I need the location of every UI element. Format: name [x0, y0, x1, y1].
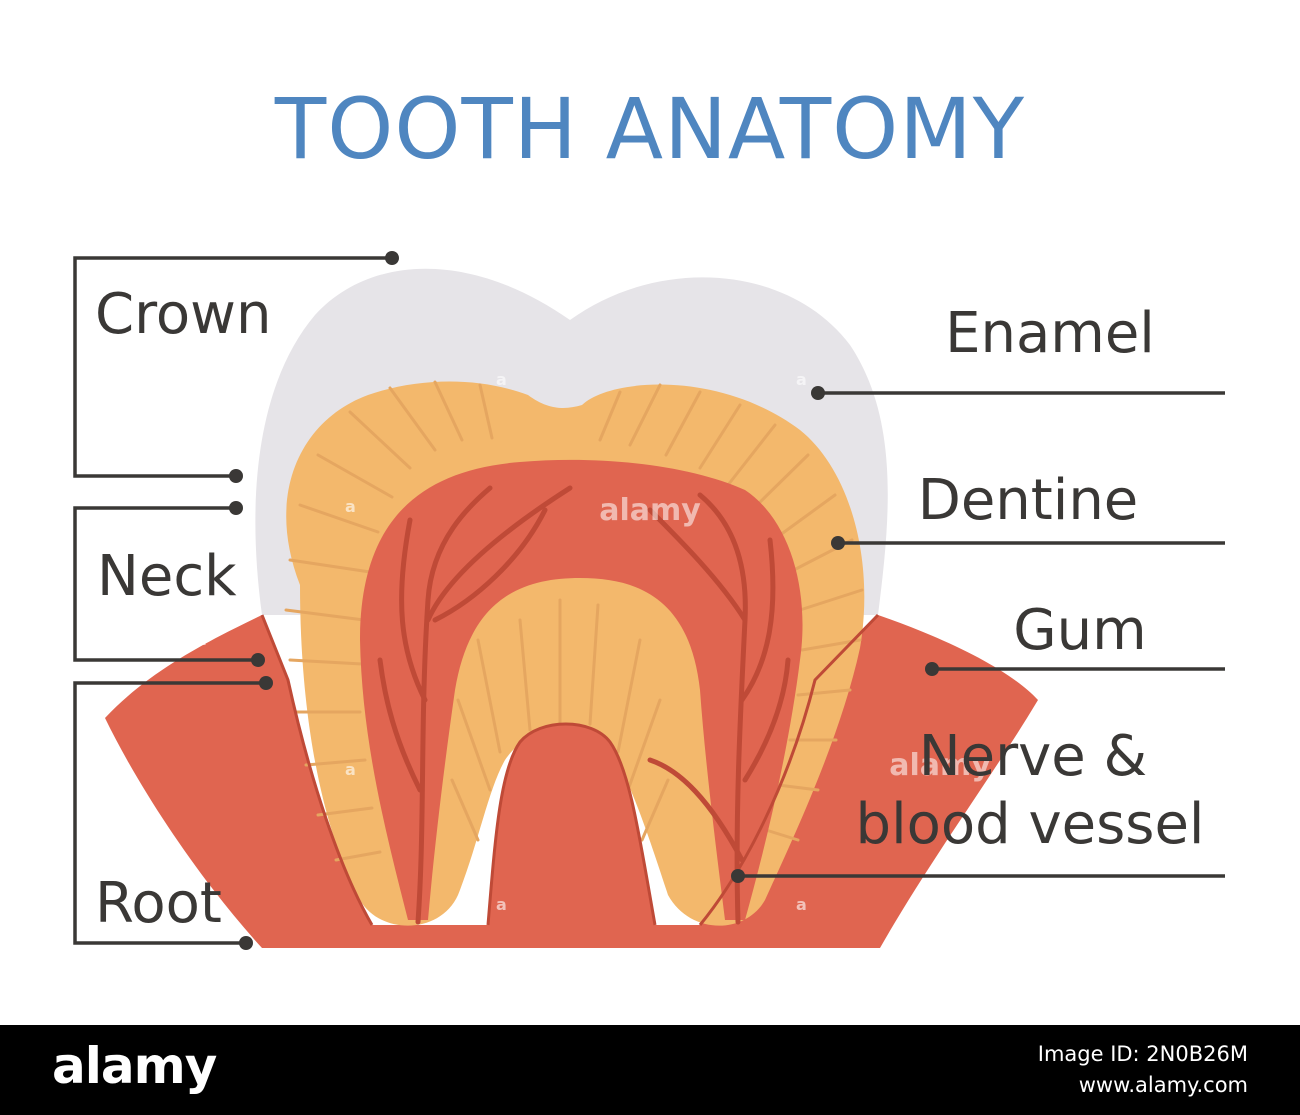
- label-dentine: Dentine: [918, 468, 1139, 533]
- label-crown: Crown: [95, 282, 271, 347]
- inter-root-outline: [486, 722, 657, 926]
- diagram-title: TOOTH ANATOMY: [274, 80, 1025, 178]
- watermark-mark-6: a: [796, 895, 807, 914]
- footer-info: Image ID: 2N0B26M www.alamy.com: [1038, 1039, 1248, 1101]
- watermark-mark-2: a: [345, 760, 356, 779]
- dentine-stripes: [284, 380, 864, 862]
- blood-vessels: [377, 485, 791, 925]
- label-enamel: Enamel: [945, 301, 1155, 366]
- watermark-mark-3: a: [496, 370, 507, 389]
- label-nerve-line2: blood vessel: [856, 792, 1205, 857]
- footer-bar: alamy Image ID: 2N0B26M www.alamy.com: [0, 1025, 1300, 1115]
- neck-bracket: [73, 501, 265, 667]
- gum-shape: [105, 615, 1038, 948]
- watermark-center: alamy: [599, 493, 701, 528]
- gum-outline-right: [698, 613, 880, 926]
- inter-root-gum: [488, 724, 655, 925]
- crown-bracket: [73, 251, 399, 483]
- pulp-shape: [360, 459, 803, 920]
- nerve-leader: [731, 869, 1225, 883]
- watermark-mark-5: a: [496, 895, 507, 914]
- label-root: Root: [95, 871, 222, 936]
- tooth-illustration: alamy alamy a a a a a a a: [105, 268, 1038, 948]
- watermark-mark-7: a: [196, 630, 207, 649]
- watermark-mark-1: a: [345, 497, 356, 516]
- watermark-right: alamy: [889, 748, 991, 783]
- label-nerve-line1: Nerve &: [919, 724, 1147, 789]
- watermark-mark-4: a: [796, 370, 807, 389]
- label-gum: Gum: [1013, 598, 1146, 663]
- site-url: www.alamy.com: [1078, 1073, 1248, 1097]
- image-id: Image ID: 2N0B26M: [1037, 1042, 1248, 1066]
- dentine-leader: [831, 536, 1225, 550]
- root-bracket: [73, 676, 273, 950]
- footer-logo: alamy: [52, 1037, 217, 1095]
- gum-outline-left: [260, 614, 374, 926]
- label-neck: Neck: [97, 544, 237, 609]
- enamel-leader: [811, 386, 1225, 400]
- gum-leader: [925, 662, 1225, 676]
